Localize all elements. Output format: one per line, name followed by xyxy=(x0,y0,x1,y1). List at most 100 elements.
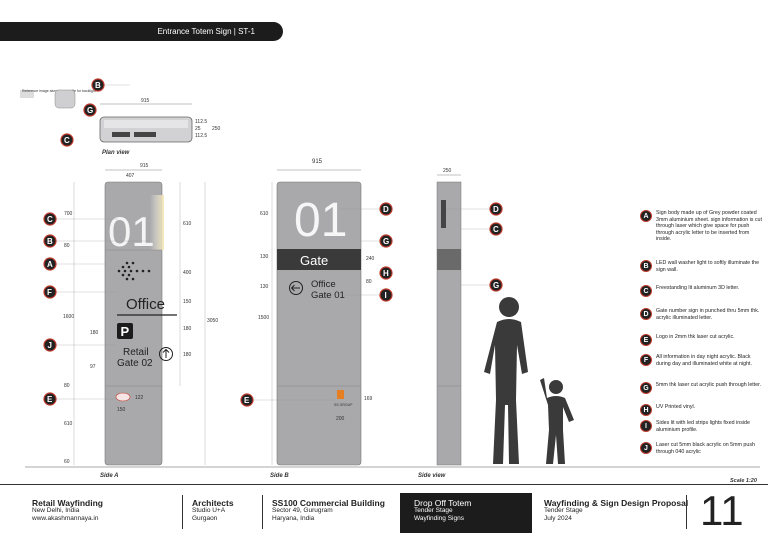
note-badge: H xyxy=(640,404,652,416)
svg-text:D: D xyxy=(493,205,499,214)
side-a-dim-180c: 180 xyxy=(90,330,99,336)
up-arrow-icon xyxy=(159,347,173,361)
side-b-logo-mark xyxy=(337,390,344,399)
plan-letter-1 xyxy=(112,132,130,137)
parking-letter: P xyxy=(121,324,130,339)
callout-a-e xyxy=(43,392,57,406)
note-text: Laser cut 5mm black acrylic on 5mm push … xyxy=(656,442,755,455)
note-badge: J xyxy=(640,442,652,454)
callout-s-g xyxy=(489,278,503,292)
side-a-elevation: 01 Office P Retail Gate 02 122 150 915 4… xyxy=(63,163,218,479)
footer-divider xyxy=(182,495,183,529)
note-badge: F xyxy=(640,354,652,366)
side-a-dim-180b: 180 xyxy=(183,352,192,358)
side-view-band xyxy=(437,249,461,270)
note-badge: B xyxy=(640,260,652,272)
footer-proposal: Wayfinding & Sign Design Proposal Tender… xyxy=(544,499,688,523)
callout-b-h xyxy=(379,266,393,280)
side-view-letter xyxy=(441,200,446,228)
side-b-label: Side B xyxy=(270,473,289,479)
plan-dim-3: 112.5 xyxy=(195,133,207,139)
child-body xyxy=(540,378,574,464)
svg-text:G: G xyxy=(493,281,499,290)
side-b-dim-1500: 1500 xyxy=(258,315,269,321)
plan-dim-2: 25 xyxy=(195,126,201,132)
footer-architects: Architects Studio U+A Gurgaon xyxy=(192,499,234,523)
side-b-dim-610: 610 xyxy=(260,211,269,217)
footer-building-line2: Haryana, India xyxy=(272,515,315,522)
side-a-dim-1600: 1600 xyxy=(63,314,74,320)
side-b-gate-band xyxy=(277,249,361,270)
callout-s-d xyxy=(489,202,503,216)
side-b-band-text: Gate xyxy=(300,253,328,268)
callouts-side-b: D G H I E xyxy=(240,202,393,407)
note-badge: I xyxy=(640,420,652,432)
callout-b-g xyxy=(379,234,393,248)
side-b-logo-text: SS GROUP xyxy=(334,403,353,407)
side-a-destination: Office xyxy=(126,296,165,313)
footer-building-line1: Sector 49, Gurugram xyxy=(272,507,333,514)
callouts-side-a: C B A F J E xyxy=(43,212,150,406)
note-text: All information in day night acrylic. Bl… xyxy=(656,354,752,367)
side-a-dim-width: 915 xyxy=(140,163,149,169)
plan-letter-2 xyxy=(134,132,156,137)
note-text: Sides lit with led strips lights fixed i… xyxy=(656,420,750,433)
callout-b-i xyxy=(379,288,393,302)
svg-text:D: D xyxy=(383,205,389,214)
sheet-title: Entrance Totem Sign | ST-1 xyxy=(157,27,255,36)
callout-a-b xyxy=(43,234,57,248)
callout-a-a xyxy=(43,257,57,271)
svg-text:C: C xyxy=(493,225,499,234)
plan-dim-depth: 250 xyxy=(212,126,221,132)
human-silhouettes xyxy=(484,297,574,464)
adult-head xyxy=(499,297,519,317)
svg-text:F: F xyxy=(47,288,52,297)
side-b-dim-130b: 130 xyxy=(260,284,269,290)
callout-b-e xyxy=(240,393,254,407)
footer-sign-type-box xyxy=(400,493,532,533)
svg-text:E: E xyxy=(244,396,250,405)
note-badge: A xyxy=(640,210,652,222)
side-a-label: Side A xyxy=(100,473,118,479)
side-a-dim-97: 97 xyxy=(90,364,96,370)
sheet-title-bar: Entrance Totem Sign | ST-1 xyxy=(0,22,283,41)
side-a-dim-height: 3050 xyxy=(207,318,218,324)
sign-drawing: Reference image aluminium profile for ba… xyxy=(20,78,760,484)
side-view-label: Side view xyxy=(418,473,446,479)
footer-project: Retail Wayfinding New Delhi, India www.a… xyxy=(32,499,103,523)
note-text: 5mm thk laser cut acrylic push through l… xyxy=(656,382,762,388)
side-b-office-line1: Office xyxy=(311,279,336,290)
svg-text:E: E xyxy=(47,395,53,404)
side-b-dim-130: 130 xyxy=(260,254,269,260)
side-a-dim-half: 407 xyxy=(126,173,135,179)
side-b-gate-number: 01 xyxy=(294,194,347,247)
note-badge: D xyxy=(640,308,652,320)
plan-view: Reference image aluminium profile for ba… xyxy=(20,89,221,156)
note-badge: G xyxy=(640,382,652,394)
side-b-dim-169: 169 xyxy=(364,396,373,402)
footer-proposal-title: Wayfinding & Sign Design Proposal xyxy=(544,498,689,508)
callout-s-c xyxy=(489,222,503,236)
note-text: Gate number sign in punched thru 5mm thk… xyxy=(656,308,760,321)
side-a-dim-610: 610 xyxy=(183,221,192,227)
svg-text:G: G xyxy=(383,237,389,246)
footer-building: SS100 Commercial Building Sector 49, Gur… xyxy=(272,499,385,523)
side-a-gate-number: 01 xyxy=(108,208,155,255)
footer-proposal-line1: Tender Stage xyxy=(544,507,583,514)
side-b-elevation: 01 Gate Office Gate 01 SS GROUP 169 200 … xyxy=(258,159,375,479)
footer-sign-type-line1: Tender Stage xyxy=(414,507,453,514)
side-a-dim-top: 700 xyxy=(64,211,73,217)
side-a-dim-60: 60 xyxy=(64,459,70,465)
side-a-retail-line2: Gate 02 xyxy=(117,358,153,369)
footer-architects-title: Architects xyxy=(192,498,234,508)
footer-project-title: Retail Wayfinding xyxy=(32,498,103,508)
side-a-dim-80b: 80 xyxy=(64,383,70,389)
callout-plan-b-letter: B xyxy=(95,81,101,90)
side-b-dim-80: 80 xyxy=(366,279,372,285)
footer-divider xyxy=(686,495,687,529)
note-text: Sign body made up of Grey powder coated … xyxy=(656,210,762,242)
callout-a-j xyxy=(43,338,57,352)
svg-text:J: J xyxy=(48,341,52,350)
footer-project-line1: New Delhi, India xyxy=(32,507,80,514)
side-a-logo-width: 150 xyxy=(117,407,126,413)
